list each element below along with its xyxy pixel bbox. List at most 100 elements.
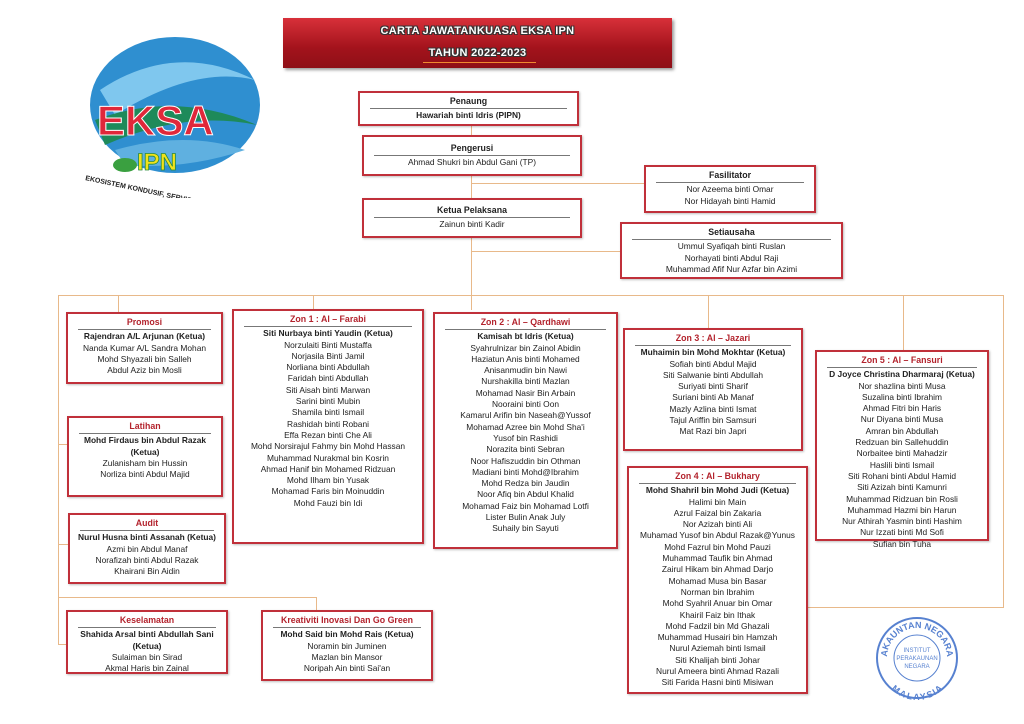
box-member: Sarini binti Mubin <box>295 396 361 407</box>
svg-text:EKOSISTEM KONDUSIF, SERVIS EFE: EKOSISTEM KONDUSIF, SERVIS EFEKTIF <box>85 175 224 198</box>
stamp-inner-2: PERAKAUNAN <box>896 656 937 662</box>
box-member: Norman bin Ibrahim <box>680 586 755 597</box>
box-leader: Rajendran A/L Arjunan (Ketua) <box>83 331 206 342</box>
connector-zon3 <box>708 295 709 328</box>
box-title: Latihan <box>79 421 211 435</box>
box-leader: Siti Nurbaya binti Yaudin (Ketua) <box>263 328 393 339</box>
title-underline <box>423 62 536 63</box>
box-member: Ahmad Shukri bin Abdul Gani (TP) <box>407 157 536 168</box>
box-title: Fasilitator <box>656 170 804 184</box>
box-member: Nurshakilla binti Mazlan <box>481 376 570 387</box>
connector-zon4 <box>807 607 1004 608</box>
box-member: Zairul Hikam bin Ahmad Darjo <box>661 564 774 575</box>
box-member: Halimi bin Main <box>688 496 747 507</box>
box-member: Nooraini binti Oon <box>491 399 560 410</box>
box-leader: Kamisah bt Idris (Ketua) <box>477 331 574 342</box>
box-member: Siti Farida Hasni binti Misiwan <box>661 677 774 688</box>
box-member: Muhammad Ridzuan bin Rosli <box>846 493 958 504</box>
box-member: Zulanisham bin Hussin <box>102 457 188 468</box>
box-member: Sulaiman bin Sirad <box>111 651 183 662</box>
box-leader: Mohd Firdaus bin Abdul Razak (Ketua) <box>83 435 207 457</box>
box-member: Nur Athirah Yasmin binti Hashim <box>842 516 962 527</box>
box-member: Noor Afiq bin Abdul Khalid <box>477 489 574 500</box>
box-member: Muhammad Taufik bin Ahmad <box>662 553 773 564</box>
box-leader: Hawariah binti Idris (PIPN) <box>416 110 521 121</box>
connector-right-vertical <box>1003 295 1004 607</box>
box-member: Yusof bin Rashidi <box>493 432 558 443</box>
chart-title: CARTA JAWATANKUASA EKSA IPN <box>380 25 575 37</box>
box-title: Pengerusi <box>374 143 570 157</box>
box-leader: Muhaimin bin Mohd Mokhtar (Ketua) <box>640 347 786 358</box>
box-member: Siti Salwanie binti Abdullah <box>662 369 764 380</box>
box-leader: Mohd Said bin Mohd Rais (Ketua) <box>280 629 414 640</box>
box-member: Tajul Ariffin bin Samsuri <box>669 415 757 426</box>
box-member: Nanda Kumar A/L Sandra Mohan <box>82 342 207 353</box>
connector-left-vertical <box>58 295 59 645</box>
box-member: Amran bin Abdullah <box>865 425 939 436</box>
box-title: Promosi <box>78 317 211 331</box>
box-member: Suriani binti Ab Manaf <box>672 392 754 403</box>
box-member: Abdul Aziz bin Mosli <box>107 365 182 376</box>
box-member: Mohd Fazrul bin Mohd Pauzi <box>664 541 771 552</box>
box-member: Norazita binti Sebran <box>486 444 565 455</box>
box-member: Nor Azizah binti Ali <box>682 519 753 530</box>
svg-text:EKSA: EKSA <box>97 97 214 144</box>
box-member: Haslili binti Ismail <box>869 459 935 470</box>
box-member: Norzulaiti Binti Mustaffa <box>284 339 372 350</box>
box-member: Norjasila Binti Jamil <box>291 350 365 361</box>
stamp-inner-3: NEGARA <box>904 664 929 670</box>
box-member: Noripah Ain binti Sai'an <box>303 663 391 674</box>
connector-zon5 <box>903 295 904 350</box>
box-member: Mohamad Faiz bin Mohamad Lotfi <box>462 500 589 511</box>
connector-zon1 <box>313 295 314 309</box>
box-member: Nor Hidayah binti Hamid <box>684 195 776 206</box>
box-title: Zon 1 : Al – Farabi <box>244 314 412 328</box>
box-member: Akmal Haris bin Zainal <box>105 663 189 674</box>
box-member: Mohamad Faris bin Moinuddin <box>271 486 385 497</box>
eksa-logo: EKSA IPN EKOSISTEM KONDUSIF, SERVIS EFEK… <box>75 30 270 211</box>
box-member: Muhammad Hazmi bin Harun <box>847 504 957 515</box>
box-member: Muhammad Afif Nur Azfar bin Azimi <box>665 263 798 274</box>
box-member: Muhamad Yusof bin Abdul Razak@Yunus <box>639 530 795 541</box>
box-member: Mohd Redza bin Jaudin <box>481 478 570 489</box>
box-member: Nurul Ameera binti Ahmad Razali <box>656 666 779 677</box>
connector-keselamatan <box>58 644 66 645</box>
box-member: Khairil Faiz bin Ithak <box>679 609 756 620</box>
box-member: Kamarul Arifin bin Naseah@Yussof <box>460 410 591 421</box>
box-member: Sofiah binti Abdul Majid <box>669 358 757 369</box>
box-member: Mohamad Musa bin Basar <box>668 575 767 586</box>
box-title: Zon 2 : Al – Qardhawi <box>445 317 606 331</box>
box-member: Syahrulnizar bin Zainol Abidin <box>470 342 581 353</box>
box-member: Mazly Azlina binti Ismat <box>669 403 757 414</box>
connector-horizontal-bus <box>58 295 1004 296</box>
box-member: Mohd Fadzil bin Md Ghazali <box>665 620 770 631</box>
box-member: Suzalina binti Ibrahim <box>861 391 943 402</box>
box-member: Sufian bin Tuha <box>872 538 932 549</box>
box-member: Mohamad Nasir Bin Arbain <box>475 387 576 398</box>
box-leader: Mohd Shahril bin Mohd Judi (Ketua) <box>645 485 790 496</box>
box-leader: D Joyce Christina Dharmaraj (Ketua) <box>829 369 975 380</box>
connector-setiausaha <box>472 251 620 252</box>
box-member: Noramin bin Juminen <box>307 640 387 651</box>
box-member: Redzuan bin Sallehuddin <box>855 437 949 448</box>
box-member: Norliana binti Abdullah <box>286 362 370 373</box>
box-title: Ketua Pelaksana <box>374 205 570 219</box>
box-member: Norafizah binti Abdul Razak <box>95 554 199 565</box>
box-member: Mazlan bin Mansor <box>311 651 383 662</box>
box-member: Mohd Norsirajul Fahmy bin Mohd Hassan <box>250 441 406 452</box>
box-member: Faridah binti Abdullah <box>287 373 369 384</box>
box-member: Siti Rohani binti Abdul Hamid <box>847 470 956 481</box>
box-member: Nur Diyana binti Musa <box>860 414 944 425</box>
connector-audit <box>58 544 68 545</box>
box-member: Suriyati binti Sharif <box>678 381 748 392</box>
box-member: Siti Khalijah binti Johar <box>675 654 760 665</box>
box-member: Ummul Syafiqah binti Ruslan <box>677 241 786 252</box>
